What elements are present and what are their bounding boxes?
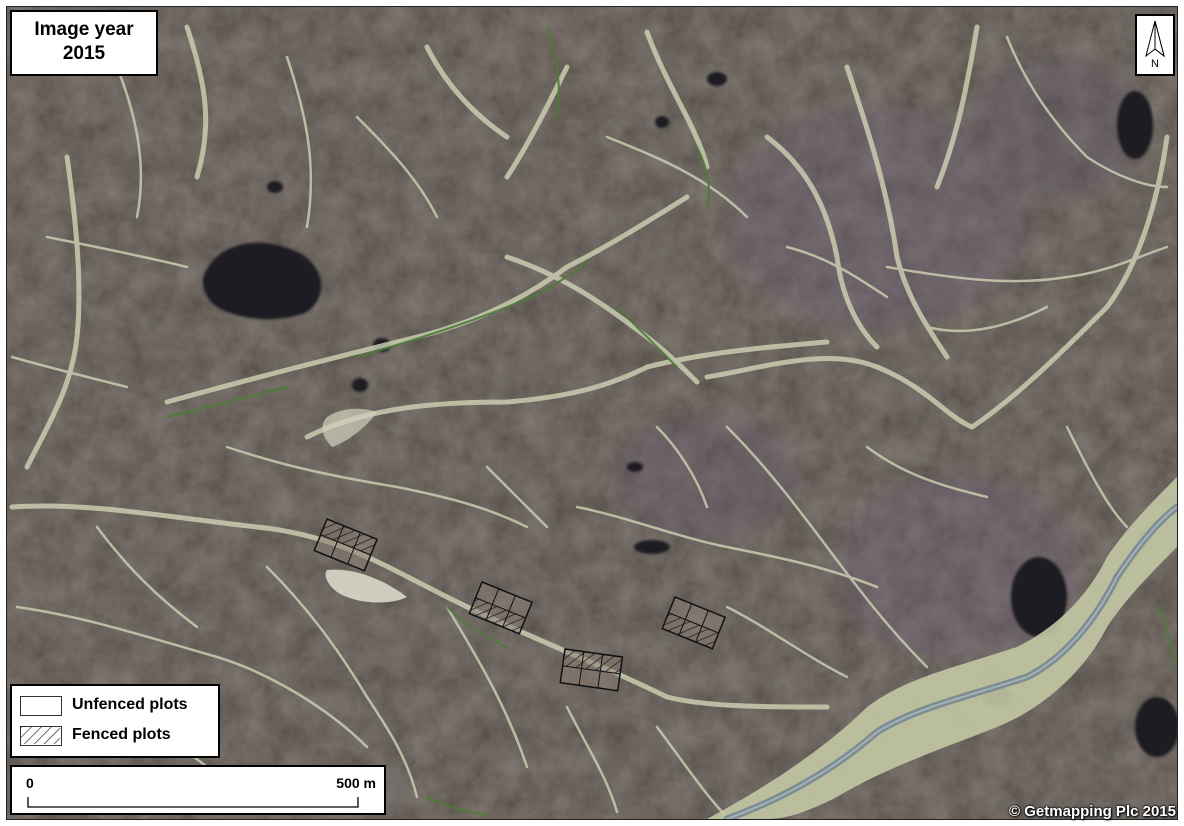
river-valley	[707, 477, 1177, 819]
unfenced-swatch	[20, 696, 62, 716]
north-label: N	[1151, 58, 1159, 70]
fenced-swatch	[20, 726, 62, 746]
aerial-image	[6, 6, 1178, 820]
legend-label-fenced: Fenced plots	[72, 726, 171, 743]
legend: Unfenced plots Fenced plots	[10, 684, 220, 758]
bare-peat-patch	[325, 569, 407, 603]
image-year-label: Image year 2015	[10, 10, 158, 76]
north-arrow-icon	[1145, 20, 1165, 58]
copyright-credit: © Getmapping Plc 2015	[1009, 803, 1176, 820]
vegetation-strips	[165, 25, 1177, 817]
legend-label-unfenced: Unfenced plots	[72, 696, 188, 713]
north-arrow: N	[1135, 14, 1175, 76]
hatch-icon	[21, 727, 60, 744]
scale-bar: 0 500 m	[10, 765, 386, 815]
plot-group-1	[313, 518, 379, 572]
dark-pools	[202, 72, 1177, 757]
drainage-channels	[9, 24, 1170, 819]
plot-group-3	[559, 648, 624, 692]
image-year-title: Image year	[34, 19, 134, 40]
scale-end-label: 500 m	[336, 775, 376, 791]
plot-group-4	[661, 596, 727, 650]
aerial-terrain	[7, 7, 1177, 819]
scale-bar-line	[27, 797, 359, 808]
image-year-value: 2015	[62, 43, 106, 64]
plot-group-2	[468, 581, 534, 635]
scale-start-label: 0	[26, 775, 34, 791]
